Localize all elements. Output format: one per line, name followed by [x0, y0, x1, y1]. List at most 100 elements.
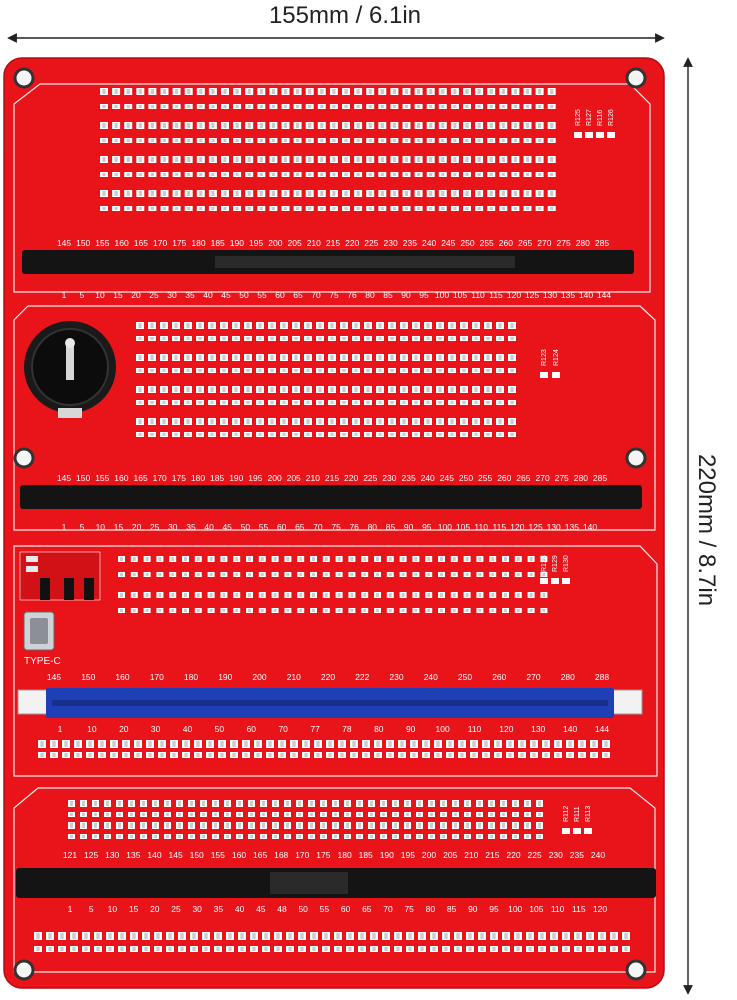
power-circuit	[19, 551, 101, 601]
pin-label: 105	[456, 522, 470, 532]
smd-led	[170, 740, 178, 748]
smd-led	[475, 156, 484, 163]
smd-led	[414, 88, 423, 95]
smd-led	[388, 418, 396, 425]
smd-led	[236, 800, 243, 807]
smd-led	[100, 206, 108, 211]
resistor-pad	[540, 578, 548, 584]
smd-led	[554, 752, 562, 758]
smd-led	[293, 138, 302, 143]
smd-led	[366, 190, 375, 197]
smd-led	[280, 354, 288, 361]
smd-led	[110, 752, 118, 758]
smd-led	[400, 432, 408, 437]
smd-led	[460, 368, 468, 373]
smd-led	[376, 354, 384, 361]
smd-led	[424, 418, 432, 425]
smd-led	[68, 834, 75, 839]
smd-led	[527, 608, 535, 613]
smd-led	[487, 172, 496, 177]
smd-led	[233, 572, 241, 577]
smd-led	[352, 322, 360, 329]
smd-led	[348, 556, 356, 562]
smd-led	[394, 932, 402, 940]
smd-led	[304, 336, 312, 341]
smd-led	[140, 834, 147, 839]
smd-led	[329, 172, 338, 177]
smd-led	[602, 752, 610, 758]
smd-led	[292, 400, 300, 405]
smd-led	[472, 418, 480, 425]
smd-led	[374, 592, 381, 598]
smd-led	[424, 368, 432, 373]
smd-led	[158, 752, 166, 758]
smd-led	[293, 104, 302, 109]
smd-led	[148, 336, 156, 341]
smd-led	[352, 386, 360, 393]
smd-led	[489, 572, 497, 577]
smd-led	[221, 88, 229, 95]
smd-led	[104, 834, 111, 839]
smd-led	[414, 190, 423, 197]
pin-label: 50	[215, 724, 225, 734]
smd-led	[196, 386, 204, 393]
smd-led	[176, 800, 183, 807]
smd-led	[98, 740, 106, 748]
smd-led	[412, 354, 420, 361]
smd-led	[232, 336, 240, 341]
smd-led	[335, 572, 343, 577]
smd-led	[499, 104, 508, 109]
smd-led	[242, 740, 250, 748]
smd-led	[317, 190, 326, 197]
smd-led	[598, 946, 606, 952]
smd-led	[92, 834, 99, 839]
smd-led	[281, 190, 290, 197]
section-2-led-array	[136, 322, 516, 437]
smd-led	[62, 752, 70, 758]
smd-led	[366, 104, 375, 109]
smd-led	[220, 368, 228, 373]
smd-led	[233, 122, 242, 129]
smd-led	[329, 138, 338, 143]
smd-led	[148, 432, 156, 437]
smd-led	[342, 104, 350, 109]
smd-led	[380, 834, 387, 839]
pin-label: 210	[464, 850, 478, 860]
smd-led	[550, 946, 558, 952]
pin-label: 110	[474, 522, 488, 532]
smd-led	[426, 104, 435, 109]
smd-led	[146, 740, 154, 748]
smd-led	[58, 946, 66, 952]
smd-led	[184, 432, 192, 437]
smd-led	[269, 138, 278, 143]
pin-label: 215	[326, 238, 340, 248]
smd-led	[332, 800, 339, 807]
pin-label: 205	[287, 473, 301, 483]
smd-led	[172, 190, 181, 197]
smd-led	[172, 354, 180, 361]
smd-led	[160, 122, 169, 129]
smd-led	[366, 88, 375, 95]
mounting-hole	[13, 959, 35, 981]
smd-led	[535, 122, 544, 129]
pin-label: 75	[404, 904, 414, 914]
smd-led	[320, 834, 327, 839]
smd-led	[361, 608, 369, 613]
pin-label: 270	[536, 473, 550, 483]
smd-led	[489, 608, 497, 613]
smd-led	[184, 400, 192, 405]
smd-led	[314, 740, 322, 748]
smd-led	[622, 932, 630, 940]
smd-led	[310, 608, 317, 613]
smd-led	[386, 592, 394, 598]
smd-led	[221, 104, 229, 109]
pin-label: 48	[277, 904, 287, 914]
smd-led	[562, 946, 570, 952]
smd-led	[34, 932, 42, 940]
smd-led	[172, 88, 181, 95]
smd-led	[207, 572, 215, 577]
smd-led	[286, 946, 294, 952]
